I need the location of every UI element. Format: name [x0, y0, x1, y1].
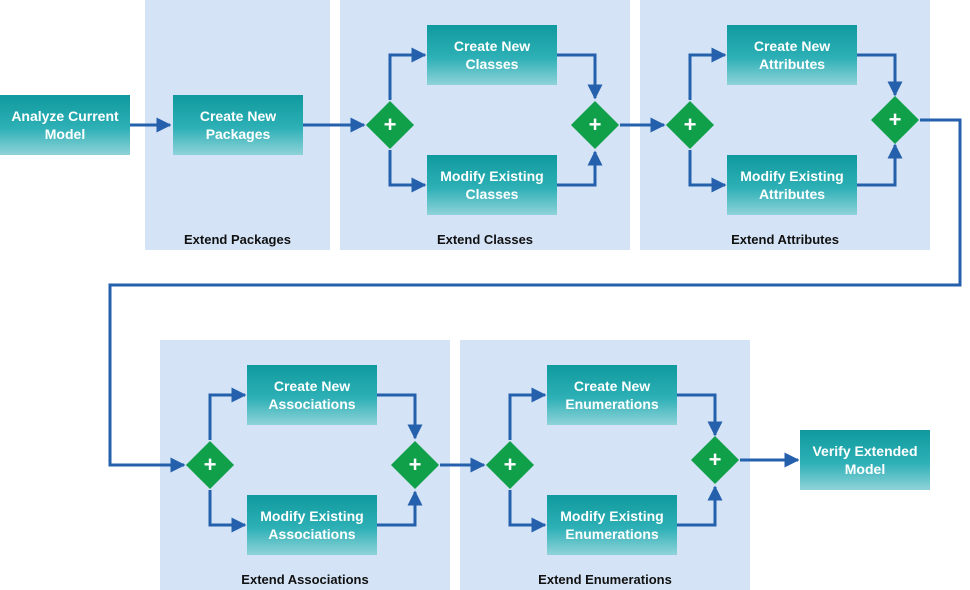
flow-modify-attributes-to-join [857, 143, 903, 187]
task-create-new-associations[interactable]: Create New Associations [247, 365, 377, 425]
task-modify-existing-enumerations[interactable]: Modify Existing Enumerations [547, 495, 677, 555]
gateway-join-attributes[interactable]: + [870, 95, 920, 145]
flow-modify-associations-to-join [377, 490, 423, 527]
flow-classes-split-to-modify [388, 150, 427, 193]
task-create-new-attributes[interactable]: Create New Attributes [727, 25, 857, 85]
flow-classes-split-to-create [388, 47, 427, 100]
lane-label-extend-associations: Extend Associations [241, 572, 369, 587]
flow-attributes-split-to-modify [688, 150, 727, 193]
task-modify-existing-attributes[interactable]: Modify Existing Attributes [727, 155, 857, 215]
task-modify-existing-associations[interactable]: Modify Existing Associations [247, 495, 377, 555]
flow-enumerations-split-to-create [508, 387, 547, 440]
lane-label-extend-enumerations: Extend Enumerations [538, 572, 672, 587]
plus-icon: + [383, 112, 397, 137]
task-create-new-enumerations[interactable]: Create New Enumerations [547, 365, 677, 425]
plus-icon: + [683, 112, 697, 137]
gateway-join-associations[interactable]: + [390, 440, 440, 490]
flow-enumerations-split-to-modify [508, 490, 547, 533]
task-analyze-current-model[interactable]: Analyze Current Model [0, 95, 130, 155]
lane-label-extend-packages: Extend Packages [184, 232, 291, 247]
gateway-join-classes[interactable]: + [570, 100, 620, 150]
gateway-split-associations[interactable]: + [185, 440, 235, 490]
gateway-split-attributes[interactable]: + [665, 100, 715, 150]
task-verify-extended-model[interactable]: Verify Extended Model [800, 430, 930, 490]
gateway-join-enumerations[interactable]: + [690, 435, 740, 485]
flow-associations-split-to-modify [208, 490, 247, 533]
plus-icon: + [708, 447, 722, 472]
flow-attributes-split-to-create [688, 47, 727, 100]
task-modify-existing-classes[interactable]: Modify Existing Classes [427, 155, 557, 215]
flow-modify-classes-to-join [557, 150, 603, 187]
flow-attributes-to-associations [108, 118, 962, 473]
plus-icon: + [888, 107, 902, 132]
flow-create-enumerations-to-join [677, 393, 723, 437]
task-create-new-packages[interactable]: Create New Packages [173, 95, 303, 155]
flow-create-associations-to-join [377, 393, 423, 440]
plus-icon: + [408, 452, 422, 477]
plus-icon: + [203, 452, 217, 477]
task-create-new-classes[interactable]: Create New Classes [427, 25, 557, 85]
flow-modify-enumerations-to-join [677, 485, 723, 527]
lane-label-extend-classes: Extend Classes [436, 232, 534, 247]
flow-associations-split-to-create [208, 387, 247, 440]
gateway-split-enumerations[interactable]: + [485, 440, 535, 490]
gateway-split-classes[interactable]: + [365, 100, 415, 150]
plus-icon: + [588, 112, 602, 137]
flow-create-classes-to-join [557, 53, 603, 100]
plus-icon: + [503, 452, 517, 477]
lane-label-extend-attributes: Extend Attributes [731, 232, 839, 247]
flow-create-attributes-to-join [857, 53, 903, 97]
